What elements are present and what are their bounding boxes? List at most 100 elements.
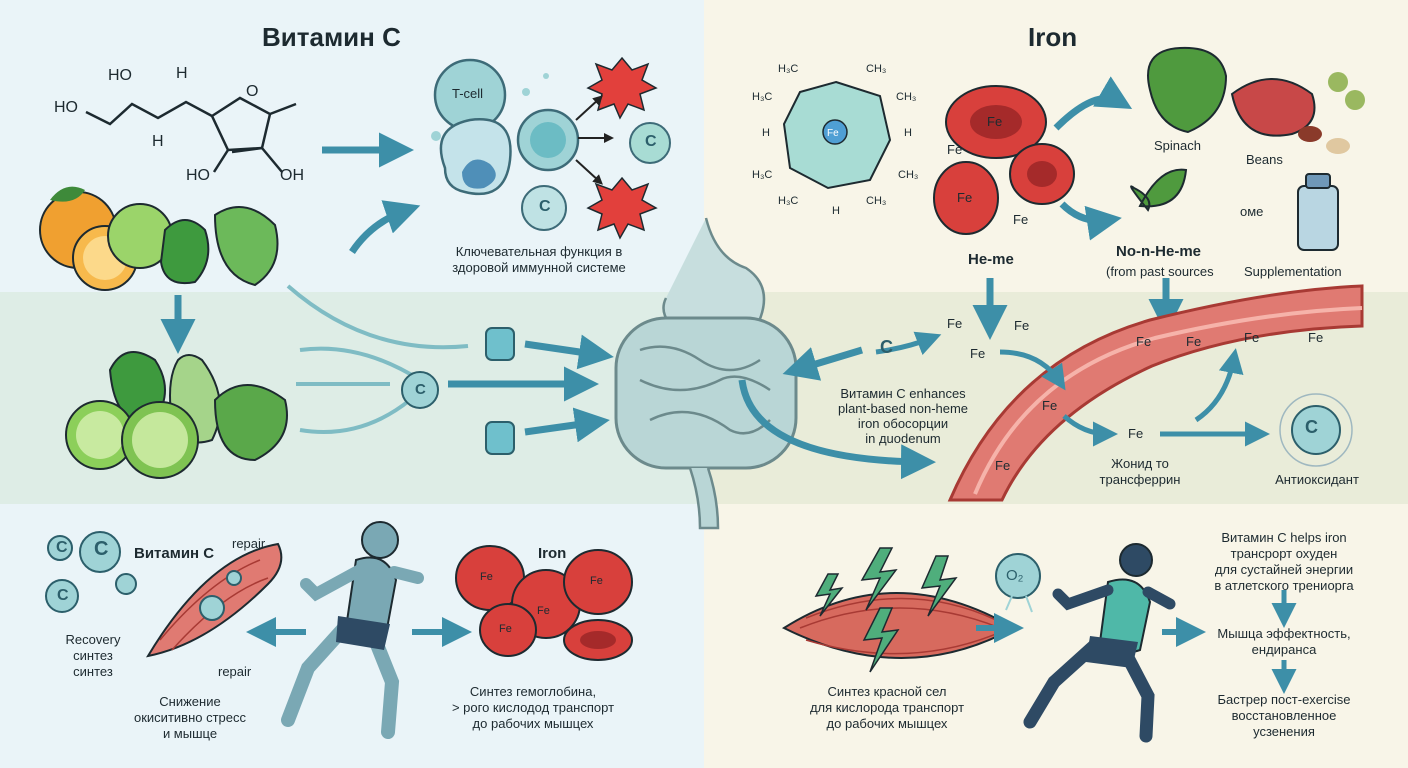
antioxidant-c-badge: C	[1305, 417, 1318, 437]
rbc-synthesis-line3: до рабочих мышцех	[826, 716, 948, 731]
boost-line3: усзенения	[1253, 724, 1315, 739]
red-blood-cells-bottom	[455, 545, 633, 661]
fe-rbc-bottom-3: Fe	[590, 575, 603, 587]
helps-line4: в атлетского трениорга	[1214, 578, 1354, 593]
fe-free-4: Fe	[1014, 318, 1030, 333]
recovery-line2: синтез	[73, 648, 113, 663]
bottom-iron-label: Iron	[538, 545, 567, 562]
runner-right	[995, 543, 1297, 743]
stress-line3: и мышце	[162, 726, 218, 741]
fe-vessel-5: Fe	[1042, 398, 1058, 413]
arrows-right-middle	[738, 278, 1184, 480]
boost-line1: Бастрер пост-exercise	[1217, 692, 1351, 707]
heme-label-h3c-1: H₃C	[778, 63, 799, 75]
heme-structure	[782, 80, 892, 190]
repair-label-1: repair	[232, 536, 266, 551]
fe-vessel-2: Fe	[1186, 334, 1202, 349]
runner-left	[246, 521, 472, 739]
vitamin-c-absorption-badge: C	[415, 381, 426, 398]
iron-transport-arrows	[875, 331, 1270, 447]
ascorbic-acid-structure	[85, 96, 297, 173]
transferrin-caption-line2: трансферрин	[1099, 472, 1181, 487]
helps-line2: трансрорт охуден	[1230, 546, 1338, 561]
hemo-line1: Синтез гемоглобина,	[469, 684, 597, 699]
heme-label-h-3: H	[832, 205, 840, 217]
chem-label-oh: OH	[280, 167, 304, 184]
heme-label-h-2: H	[904, 127, 912, 139]
immune-caption-line2: здоровой иммунной системе	[452, 260, 626, 275]
transferrin-caption-line1: Жонид то	[1111, 456, 1169, 471]
chem-label-ho2: HO	[54, 99, 78, 116]
efficiency-line1: Мышца эффектность,	[1217, 626, 1351, 641]
fe-vessel-4: Fe	[1308, 330, 1324, 345]
hemo-line3: до рабочих мышцех	[472, 716, 594, 731]
heme-label-ch3-1: CH₃	[866, 63, 887, 75]
fe-rbc-1: Fe	[987, 114, 1003, 129]
fe-rbc-2: Fe	[957, 190, 973, 205]
fe-free-5: Fe	[970, 346, 986, 361]
arrows-top-left	[160, 132, 421, 354]
recovery-line1: Recovery	[65, 632, 121, 647]
fe-rbc-bottom-2: Fe	[537, 605, 550, 617]
heme-label-h3c-4: H₃C	[778, 195, 799, 207]
fe-rbc-bottom-1: Fe	[480, 571, 493, 583]
vitamin-c-title: Витамин С	[262, 22, 401, 52]
bottom-c-badge-2: C	[94, 538, 109, 560]
hemo-line2: > рого кислодод транспорт	[451, 700, 615, 715]
stress-line2: окиситивно стресс	[134, 710, 246, 725]
digestive-system	[614, 217, 798, 530]
antioxidant-label: Антиоксидант	[1275, 472, 1359, 487]
enhance-caption-line3: iron обосорции	[857, 416, 949, 431]
enhance-caption-line1: Витамин С enhances	[840, 386, 966, 401]
chem-label-h1: H	[176, 65, 188, 82]
bottom-vitc-label: Витамин С	[134, 545, 215, 562]
helps-line1: Витамин С helps iron	[1221, 530, 1347, 545]
efficiency-line2: ендиранса	[1251, 642, 1317, 657]
rbc-synthesis-line2: для кислорода транспорт	[809, 700, 965, 715]
vitamin-c-badge: C	[645, 133, 657, 150]
antioxidant-icon	[1279, 393, 1353, 467]
blood-vessel	[947, 284, 1364, 502]
iron-foods	[1130, 46, 1365, 251]
iron-title: Iron	[1028, 22, 1078, 52]
muscle-left	[45, 531, 283, 658]
fe-free-2: Fe	[1013, 212, 1029, 227]
repair-label-2: repair	[218, 664, 252, 679]
muscle-right	[781, 547, 1024, 673]
heme-label-h3c-3: H₃C	[752, 169, 773, 181]
bottom-c-badge-3: C	[57, 587, 69, 604]
bottom-c-badge-1: C	[56, 539, 68, 556]
enhance-caption-line4: in дuodenum	[865, 431, 941, 446]
chem-label-ho1: HO	[108, 67, 132, 84]
ome-label: oмe	[1240, 204, 1264, 219]
recovery-line3: синтез	[73, 664, 113, 679]
heme-center-fe: Fe	[827, 128, 839, 139]
heme-label-h-1: H	[762, 127, 770, 139]
rbc-synthesis-line1: Синтез красной сел	[827, 684, 947, 699]
helps-line3: для сустайней энергии	[1214, 562, 1354, 577]
immune-cells	[431, 56, 671, 240]
fe-free-3: Fe	[947, 316, 963, 331]
fruit-cluster-middle	[65, 351, 288, 479]
enhance-caption-line2: plant-based non-heme	[837, 401, 969, 416]
vitamin-c-enhancer-badge: C	[880, 337, 893, 357]
fe-transferrin: Fe	[1128, 426, 1144, 441]
nonheme-label-line1: No-n-He-me	[1116, 243, 1201, 260]
o2-label: O₂	[1006, 567, 1024, 584]
immune-caption-line1: Ключевательная функция в	[455, 244, 623, 259]
heme-label-ch3-3: CH₃	[898, 169, 919, 181]
heme-label: He-me	[968, 251, 1014, 268]
chem-label-ho3: HO	[186, 167, 210, 184]
chem-label-h2: H	[152, 133, 164, 150]
heme-label-h3c-2: H₃C	[752, 91, 773, 103]
fe-free-1: Fe	[947, 142, 963, 157]
vitamin-c-badge-2: C	[539, 198, 551, 215]
stress-line1: Снижение	[159, 694, 221, 709]
absorption-flow	[286, 284, 614, 455]
red-blood-cells-top	[933, 76, 1133, 241]
chem-label-o: O	[246, 83, 259, 100]
fe-vessel-3: Fe	[1244, 330, 1260, 345]
tcell-label: T-cell	[452, 86, 484, 101]
fruit-cluster-top	[39, 186, 279, 291]
